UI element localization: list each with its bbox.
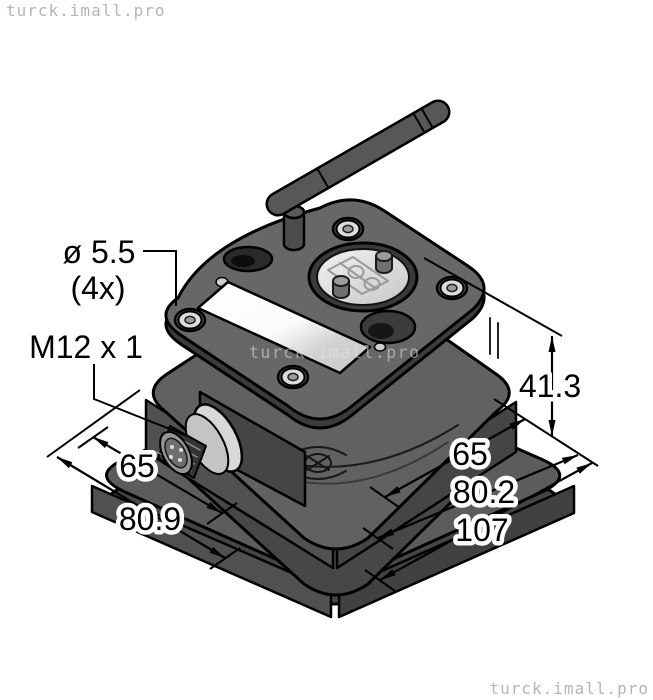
- height-label: 41.3: [519, 368, 581, 404]
- watermark-bottom-right: turck.imall.pro: [490, 679, 650, 698]
- button-upper: [375, 250, 393, 274]
- extension-line-bottom-right: [493, 398, 599, 467]
- ext-line-left: [46, 389, 141, 458]
- ext-tick: [364, 569, 396, 592]
- cover-screws: [173, 216, 469, 390]
- antenna-port-hole: [222, 245, 274, 273]
- rotary-switch-window: [307, 241, 419, 313]
- device-label: [196, 280, 372, 375]
- total-width-label: 107: [455, 512, 508, 548]
- depth-label: 80.9: [119, 501, 181, 537]
- hole-count-label: (4x): [70, 270, 125, 306]
- gland-recess: [359, 309, 417, 345]
- watermark-top-left: turck.imall.pro: [6, 1, 166, 20]
- dimension-annotations: ø 5.5 (4x) M12 x 1 41.3 65 80.9 65 80.2 …: [25, 230, 599, 592]
- hole-diameter-label: ø 5.5: [63, 234, 136, 270]
- ext-tick: [209, 547, 241, 570]
- button-lower: [332, 275, 350, 299]
- led-indicator-lower: [373, 342, 387, 352]
- thread-leader-line: [93, 364, 191, 438]
- dim-line-80-9: [56, 456, 226, 559]
- extension-line-top-right: [423, 257, 563, 337]
- antenna: [265, 99, 451, 252]
- hole-leader-line: [143, 250, 177, 306]
- watermark-center: turck.imall.pro: [249, 343, 421, 362]
- top-cover: [164, 198, 486, 430]
- spacing-left-label: 65: [119, 448, 155, 484]
- spacing-right-label: 65: [452, 436, 488, 472]
- width-label: 80.2: [453, 474, 515, 510]
- dim-line-107: [379, 462, 593, 581]
- thread-label: M12 x 1: [29, 329, 143, 365]
